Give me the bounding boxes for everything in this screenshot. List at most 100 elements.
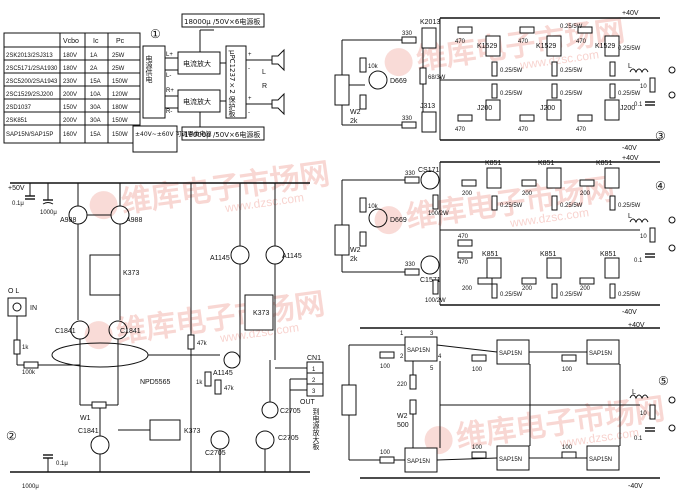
spec-cell: 180W: [112, 105, 128, 111]
cap-board-bottom: [181, 126, 265, 141]
transistor-symbol: [261, 401, 279, 419]
transistor-label: A988: [126, 217, 142, 224]
circuit-number-2: ②: [6, 429, 17, 443]
transistor-label: C2705: [205, 450, 226, 457]
component-label: 2k: [350, 256, 358, 263]
component-label: 330: [402, 31, 413, 37]
circuit-number-3: ③: [655, 129, 666, 143]
transistor-label: J200: [477, 105, 492, 112]
component-label: 470: [576, 127, 587, 133]
protect-board: [225, 45, 247, 119]
transistor-label: K2013: [420, 19, 440, 26]
spec-cell: 25W: [112, 53, 125, 59]
spec-cell: 30A: [90, 118, 101, 124]
component-label: W2: [350, 247, 361, 254]
transistor-label: A988: [60, 217, 76, 224]
component-label: 1000μ: [40, 210, 57, 216]
component-label: 10k: [368, 204, 379, 210]
spec-cell: 2SC5171/2SA1930: [6, 66, 58, 72]
speaker-icon: [271, 92, 285, 116]
spec-cell: 180V: [63, 53, 77, 59]
transistor-label: C1571: [420, 277, 441, 284]
component-label: 47k: [224, 386, 235, 392]
transistor-label: J313: [420, 103, 435, 110]
transistor-label: C1841: [78, 428, 99, 435]
component-label: 470: [518, 127, 529, 133]
rail-label: -40V: [622, 309, 637, 316]
component-label: 0.25/5W: [618, 91, 641, 97]
transistor-symbol: [255, 430, 275, 450]
component-label: 68/3W: [428, 75, 446, 81]
component-label: 100: [562, 445, 573, 451]
speaker-label: L: [262, 69, 266, 76]
pin-label: +: [248, 96, 252, 102]
spec-cell: 150W: [112, 132, 128, 138]
supply-note-box: [132, 125, 178, 153]
transistor-label: A1145: [282, 253, 302, 260]
watermarks: 维库电子市场网 www.dzsc.com 维库电子市场网 www.dzsc.co…: [84, 14, 667, 455]
transistor-label: K1529: [595, 43, 615, 50]
spec-cell: 160V: [63, 132, 77, 138]
block-diagram-1: ① 电源供电 L+ L- R+ R- 电流放大 电流放大 μPC1237×2 保…: [132, 13, 285, 153]
component-label: 0.25/5W: [560, 24, 583, 30]
spec-cell: 2SC1529/2SJ200: [6, 92, 54, 98]
pin-label: 2: [400, 354, 404, 360]
spec-cell: 2SC5200/2SA1943: [6, 79, 58, 85]
pin-label: 5: [430, 366, 434, 372]
pin-label: 3: [430, 331, 434, 337]
transistor-label: K373: [253, 310, 269, 317]
rail-label: +40V: [628, 322, 645, 329]
spec-cell: SAP15N/SAP15P: [6, 132, 53, 138]
component-label: 0.1: [634, 258, 643, 264]
pin-label: 3: [312, 389, 316, 395]
current-amp-top-label: 电流放大: [183, 59, 211, 68]
sap15n-ic: [496, 445, 530, 471]
pin-label: L+: [166, 52, 173, 58]
component-label: 1k: [196, 380, 203, 386]
sap15n-ic: [586, 445, 620, 471]
component-label: 220: [397, 382, 408, 388]
component-label: W2: [350, 109, 361, 116]
sap15n-ic: [404, 447, 438, 473]
component-label: 100: [472, 445, 483, 451]
speaker-icon: [271, 48, 285, 72]
component-label: 0.25/5W: [560, 68, 583, 74]
transistor-label: A1145: [210, 255, 230, 262]
pin-label: 2: [312, 378, 316, 384]
spec-cell: 2SK851: [6, 118, 28, 124]
component-label: 1000μ: [22, 484, 39, 490]
component-label: L: [632, 389, 636, 396]
transistor-symbol: [420, 255, 440, 275]
rail-label: +40V: [622, 10, 639, 17]
ic-label: SAP15N: [589, 351, 612, 357]
spec-cell: 150V: [63, 105, 77, 111]
component-label: 330: [402, 116, 413, 122]
component-label: 1k: [22, 345, 29, 351]
component-label: 47k: [197, 341, 208, 347]
component-label: 100: [380, 450, 391, 456]
component-label: 2k: [350, 118, 358, 125]
spec-cell: 15A: [90, 132, 101, 138]
transistor-symbol: [90, 435, 110, 455]
pin-label: -: [248, 110, 250, 116]
protect-board-label: μPC1237×2 保护板: [228, 50, 236, 118]
connector-label: CN1: [307, 355, 321, 362]
speaker-label: R: [262, 83, 267, 90]
component-label: L: [628, 63, 632, 70]
supply-note-label: ±40V~±60V 可调甲类电源: [135, 130, 211, 138]
transistor-symbol: [368, 208, 388, 228]
component-label: 500: [397, 422, 409, 429]
component-label: 0.25/5W: [618, 292, 641, 298]
component-label: W2: [397, 413, 408, 420]
component-label: 0.25/5W: [500, 91, 523, 97]
supply-block: [142, 45, 166, 119]
spec-cell: 1A: [90, 53, 97, 59]
transistor-label: J200: [620, 105, 635, 112]
transistor-label: K851: [596, 160, 612, 167]
component-label: 100/2W: [428, 211, 449, 217]
component-label: 0.1μ: [12, 201, 24, 207]
spec-cell: 25W: [112, 66, 125, 72]
transistor-label: J200: [540, 105, 555, 112]
component-label: 0.1: [634, 436, 643, 442]
connector-note: 到电源放大板: [312, 408, 320, 451]
